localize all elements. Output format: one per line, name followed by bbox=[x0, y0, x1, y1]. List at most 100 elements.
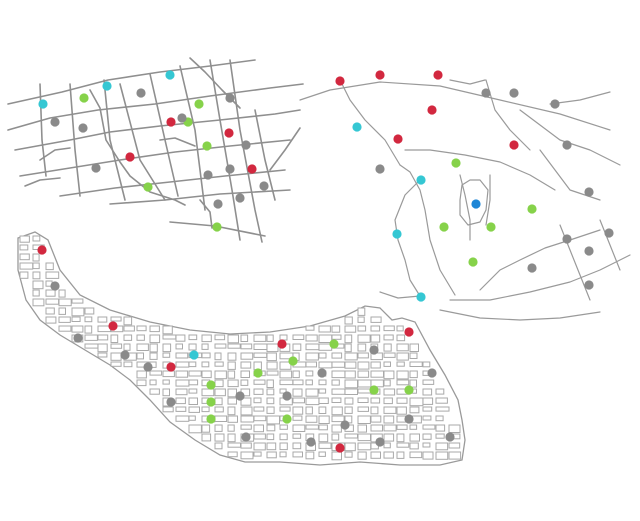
poi-marker-gray[interactable] bbox=[604, 228, 614, 238]
poi-marker-gray[interactable] bbox=[562, 140, 572, 150]
poi-marker-gray[interactable] bbox=[120, 350, 130, 360]
city-block bbox=[58, 316, 71, 323]
city-block bbox=[383, 424, 397, 432]
poi-marker-gray[interactable] bbox=[550, 99, 560, 109]
poi-marker-green[interactable] bbox=[486, 222, 496, 232]
poi-marker-red[interactable] bbox=[393, 134, 403, 144]
poi-marker-green[interactable] bbox=[79, 93, 89, 103]
poi-marker-gray[interactable] bbox=[136, 88, 146, 98]
poi-marker-gray[interactable] bbox=[177, 113, 187, 123]
poi-marker-red[interactable] bbox=[166, 117, 176, 127]
city-block bbox=[331, 352, 343, 359]
poi-marker-blue[interactable] bbox=[471, 199, 481, 209]
poi-marker-teal[interactable] bbox=[189, 350, 199, 360]
poi-marker-gray[interactable] bbox=[340, 420, 350, 430]
city-block bbox=[123, 343, 131, 351]
poi-marker-green[interactable] bbox=[253, 368, 263, 378]
poi-marker-green[interactable] bbox=[202, 141, 212, 151]
poi-marker-gray[interactable] bbox=[213, 199, 223, 209]
poi-marker-gray[interactable] bbox=[509, 88, 519, 98]
city-block bbox=[227, 343, 241, 349]
poi-marker-red[interactable] bbox=[247, 164, 257, 174]
poi-marker-gray[interactable] bbox=[562, 234, 572, 244]
poi-marker-green[interactable] bbox=[143, 182, 153, 192]
city-block bbox=[409, 361, 423, 367]
poi-marker-red[interactable] bbox=[335, 443, 345, 453]
poi-marker-teal[interactable] bbox=[392, 229, 402, 239]
city-block bbox=[45, 298, 60, 305]
poi-marker-red[interactable] bbox=[108, 321, 118, 331]
poi-marker-green[interactable] bbox=[194, 99, 204, 109]
poi-marker-gray[interactable] bbox=[50, 281, 60, 291]
poi-marker-teal[interactable] bbox=[352, 122, 362, 132]
poi-marker-red[interactable] bbox=[404, 327, 414, 337]
poi-marker-red[interactable] bbox=[427, 105, 437, 115]
city-block bbox=[318, 334, 333, 343]
poi-marker-green[interactable] bbox=[527, 204, 537, 214]
city-block bbox=[344, 352, 358, 361]
poi-marker-gray[interactable] bbox=[203, 170, 213, 180]
poi-marker-green[interactable] bbox=[404, 385, 414, 395]
poi-marker-green[interactable] bbox=[206, 397, 216, 407]
poi-marker-gray[interactable] bbox=[584, 280, 594, 290]
poi-marker-green[interactable] bbox=[212, 222, 222, 232]
poi-marker-gray[interactable] bbox=[584, 246, 594, 256]
city-block bbox=[266, 352, 277, 362]
poi-marker-gray[interactable] bbox=[91, 163, 101, 173]
poi-marker-teal[interactable] bbox=[416, 292, 426, 302]
poi-marker-gray[interactable] bbox=[282, 391, 292, 401]
city-block bbox=[292, 379, 304, 386]
poi-marker-gray[interactable] bbox=[78, 123, 88, 133]
poi-marker-teal[interactable] bbox=[416, 175, 426, 185]
poi-marker-gray[interactable] bbox=[404, 414, 414, 424]
poi-marker-gray[interactable] bbox=[445, 432, 455, 442]
city-block bbox=[227, 379, 239, 388]
poi-marker-gray[interactable] bbox=[241, 140, 251, 150]
poi-marker-gray[interactable] bbox=[527, 263, 537, 273]
poi-marker-green[interactable] bbox=[288, 356, 298, 366]
poi-marker-red[interactable] bbox=[125, 152, 135, 162]
poi-marker-gray[interactable] bbox=[427, 368, 437, 378]
poi-marker-teal[interactable] bbox=[38, 99, 48, 109]
poi-marker-red[interactable] bbox=[277, 339, 287, 349]
city-block bbox=[370, 424, 383, 432]
poi-marker-green[interactable] bbox=[451, 158, 461, 168]
poi-marker-gray[interactable] bbox=[143, 362, 153, 372]
poi-marker-gray[interactable] bbox=[481, 88, 491, 98]
poi-marker-red[interactable] bbox=[37, 245, 47, 255]
poi-marker-gray[interactable] bbox=[369, 345, 379, 355]
poi-marker-green[interactable] bbox=[468, 257, 478, 267]
poi-marker-green[interactable] bbox=[206, 380, 216, 390]
poi-marker-gray[interactable] bbox=[225, 164, 235, 174]
poi-marker-red[interactable] bbox=[433, 70, 443, 80]
poi-marker-green[interactable] bbox=[439, 222, 449, 232]
poi-marker-green[interactable] bbox=[329, 339, 339, 349]
poi-marker-green[interactable] bbox=[206, 414, 216, 424]
city-block bbox=[279, 370, 293, 379]
poi-marker-gray[interactable] bbox=[584, 187, 594, 197]
poi-marker-red[interactable] bbox=[375, 70, 385, 80]
poi-marker-gray[interactable] bbox=[259, 181, 269, 191]
city-block bbox=[422, 451, 434, 460]
poi-marker-gray[interactable] bbox=[375, 164, 385, 174]
poi-marker-red[interactable] bbox=[224, 128, 234, 138]
poi-marker-green[interactable] bbox=[282, 414, 292, 424]
poi-marker-gray[interactable] bbox=[73, 333, 83, 343]
poi-marker-green[interactable] bbox=[369, 385, 379, 395]
city-block bbox=[435, 424, 446, 432]
poi-marker-red[interactable] bbox=[509, 140, 519, 150]
poi-marker-gray[interactable] bbox=[225, 93, 235, 103]
poi-marker-gray[interactable] bbox=[317, 368, 327, 378]
poi-marker-red[interactable] bbox=[166, 362, 176, 372]
poi-marker-gray[interactable] bbox=[166, 397, 176, 407]
poi-marker-teal[interactable] bbox=[165, 70, 175, 80]
poi-marker-teal[interactable] bbox=[102, 81, 112, 91]
poi-marker-gray[interactable] bbox=[306, 437, 316, 447]
poi-marker-gray[interactable] bbox=[50, 117, 60, 127]
poi-marker-red[interactable] bbox=[335, 76, 345, 86]
poi-marker-gray[interactable] bbox=[241, 432, 251, 442]
city-block bbox=[214, 370, 227, 380]
poi-marker-gray[interactable] bbox=[235, 391, 245, 401]
poi-marker-gray[interactable] bbox=[375, 437, 385, 447]
poi-marker-gray[interactable] bbox=[235, 193, 245, 203]
